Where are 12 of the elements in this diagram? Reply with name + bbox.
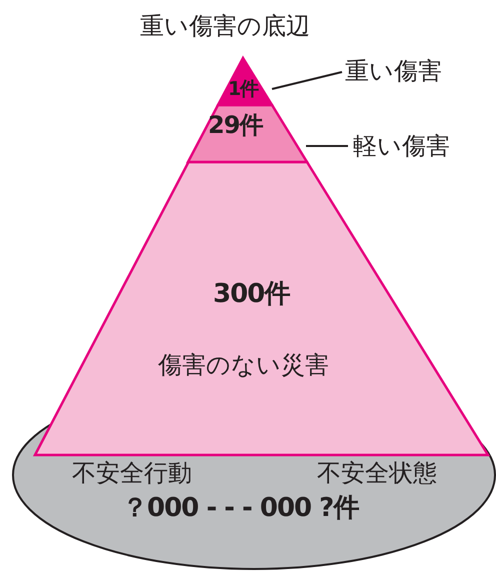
leader-label: 軽い傷害 [353, 131, 471, 161]
leader-line [272, 71, 342, 90]
layer-label: 傷害のない災害 [158, 353, 329, 377]
leader-label: 重い傷害 [345, 56, 463, 86]
leader-line [306, 145, 348, 147]
ellipse-label: 不安全状態 [317, 461, 437, 485]
count-label: 29件 [208, 113, 262, 137]
count-label: 1件 [228, 80, 258, 98]
count-label: ？000 - - - 000 ?件 [122, 495, 358, 521]
title: 重い傷害の底辺 [140, 14, 310, 38]
ellipse-label: 不安全行動 [72, 461, 192, 485]
count-label: 300件 [213, 281, 290, 307]
